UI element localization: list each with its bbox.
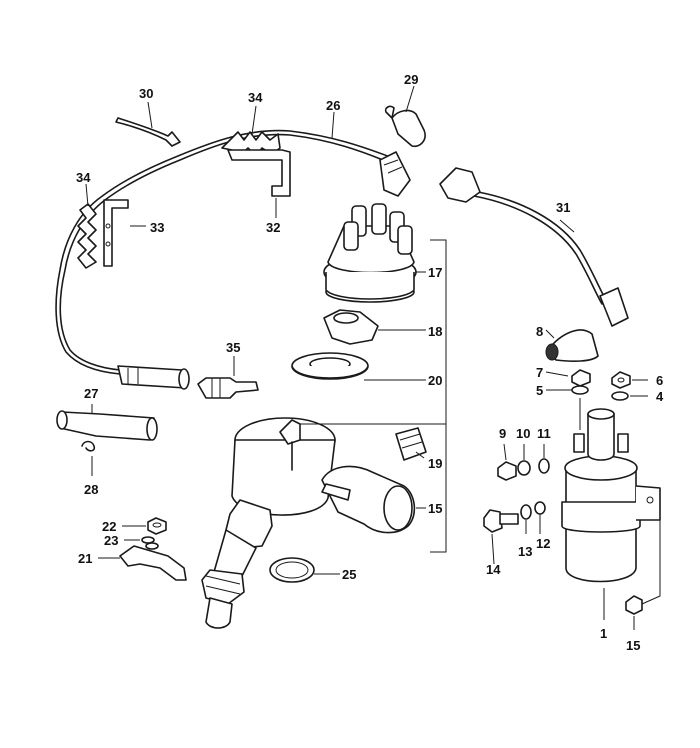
callout-35: 35 [226,340,240,355]
spark-plug-connector-29 [379,105,426,197]
callout-15: 15 [626,638,640,653]
callout-30: 30 [139,86,153,101]
callout-21: 20 [428,373,442,388]
washer-4 [611,391,629,401]
callout-7: 7 [536,365,543,380]
callout-24: 23 [104,533,118,548]
callout-5: 5 [536,383,543,398]
callout-29: 29 [404,72,418,87]
dust-shield-21 [291,352,369,380]
callout-14: 14 [486,562,501,577]
washer-11 [538,458,550,474]
callout-22: 21 [78,551,92,566]
washer-10 [517,460,531,476]
callout-labels: 30 34 26 29 31 34 33 32 17 18 8 35 20 7 … [76,72,664,653]
clamp-22 [119,545,187,581]
ignition-lead-31 [439,167,629,327]
spark-plug-35 [197,377,259,399]
washer-5 [571,385,589,395]
cable-tie-30 [115,117,181,147]
leader-lines [85,85,661,630]
o-ring-25 [269,557,315,583]
suppressor-27 [56,410,158,441]
callout-4: 4 [656,389,664,404]
callout-9: 9 [499,426,506,441]
distributor-body [201,417,336,629]
spark-plug-cap [117,365,190,390]
callout-26: 26 [326,98,340,113]
cable-clamp-34-left [77,203,97,269]
washer-24 [141,536,159,550]
nut-6 [611,371,631,389]
bracket-33 [103,199,129,267]
callout-28: 28 [84,482,98,497]
nut-15 [625,595,643,615]
callout-17: 17 [428,265,442,280]
callout-18: 18 [428,324,442,339]
clip-28 [81,440,96,452]
callout-27: 27 [84,386,98,401]
callout-31: 31 [556,200,570,215]
ignition-coil-1 [561,408,661,583]
callout-25: 25 [342,567,356,582]
nut-23 [147,517,167,535]
ignition-lead-26 [55,129,399,375]
distributor-cap-17 [323,203,417,303]
callout-13: 13 [518,544,532,559]
callout-6: 6 [656,373,663,388]
callout-19: 15 [428,501,442,516]
bolt-14 [483,509,519,533]
callout-1: 1 [600,626,607,641]
callout-34-top: 34 [248,90,263,105]
callout-10: 10 [516,426,530,441]
callout-8: 8 [536,324,543,339]
coil-boot-8 [545,329,599,362]
callout-34-left: 34 [76,170,91,185]
callout-33: 33 [150,220,164,235]
callout-20: 19 [428,456,442,471]
bracket-32 [227,149,291,197]
nut-9 [497,461,517,481]
group-bracket [300,239,447,553]
rotor-18 [323,309,379,345]
callout-32: 32 [266,220,280,235]
condenser-20 [395,427,427,461]
callout-23: 22 [102,519,116,534]
nut-7 [571,369,591,387]
washer-13 [520,504,532,520]
callout-12: 12 [536,536,550,551]
vacuum-unit-19 [321,465,416,534]
callout-11: 11 [537,426,551,441]
washer-12 [534,501,546,515]
